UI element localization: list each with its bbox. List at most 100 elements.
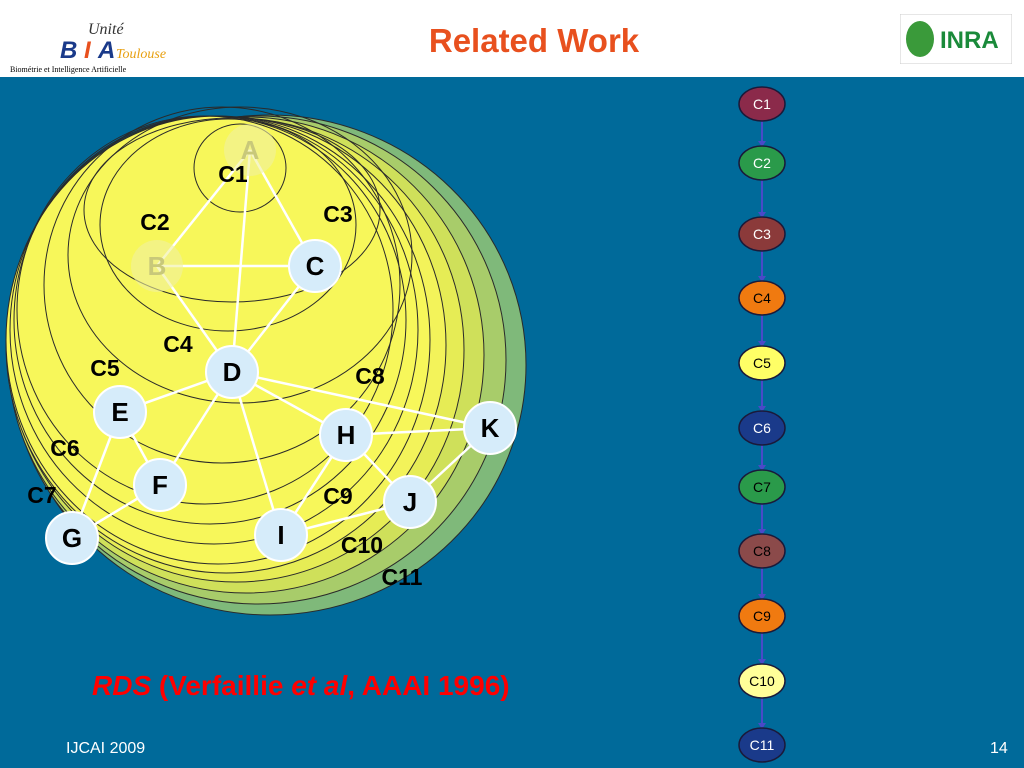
logo-b-letter: B [60,37,77,64]
biat-logo: Unité B I A Toulouse Biométrie et Intell… [10,21,166,74]
node-circle [131,240,183,292]
node-j: J [383,475,437,529]
chain-node-c4: C4 [738,280,786,316]
edge-d-k [231,370,491,430]
chain-arrow-icon [758,723,766,729]
chain-node-ellipse [738,86,786,122]
node-circle [254,508,308,562]
citation-rds: RDS [92,670,152,701]
edge-a-d [230,149,252,373]
node-label: C [306,251,325,281]
cluster-label-c2: C2 [140,209,169,235]
node-circle [133,458,187,512]
node-circle [224,124,276,176]
node-i: I [254,508,308,562]
slide-header: Unité B I A Toulouse Biométrie et Intell… [0,0,1024,77]
chain-node-ellipse [738,216,786,252]
chain-node-c5: C5 [738,345,786,381]
citation-author: (Verfaillie [151,670,292,701]
node-b: B [131,240,183,292]
node-label: B [148,251,167,281]
chain-arrow-icon [758,659,766,665]
chain-node-ellipse [738,663,786,699]
cluster-label-c11: C11 [382,564,423,590]
chain-node-label: C5 [753,355,771,371]
footer-conference: IJCAI 2009 [66,740,146,757]
inra-logo: INRA [900,14,1012,64]
cluster-label-c10: C10 [341,532,383,558]
chain-node-ellipse [738,598,786,634]
chain-node-ellipse [738,145,786,181]
chain-arrow-icon [758,529,766,535]
node-label: A [241,135,260,165]
chain-node-ellipse [738,345,786,381]
chain-node-c7: C7 [738,469,786,505]
inra-leaf-icon [906,21,934,57]
citation-etal: et al [291,670,348,701]
node-label: I [277,520,284,550]
chain-node-c2: C2 [738,145,786,181]
chain-arrow-icon [758,141,766,147]
cluster-c5-ellipse [43,106,401,464]
node-e: E [93,385,147,439]
node-h: H [319,408,373,462]
node-label: D [223,357,242,387]
node-label: J [403,487,417,517]
chain-arrow-icon [758,276,766,282]
chain-node-label: C1 [753,96,771,112]
chain-node-c3: C3 [738,216,786,252]
chain-node-ellipse [738,727,786,763]
inra-logo-text: INRA [940,27,999,54]
chain-arrow-icon [758,341,766,347]
cluster-label-c1: C1 [218,161,248,187]
node-circle [288,239,342,293]
cluster-c1-ellipse [193,123,287,213]
cluster-ring-c [16,115,394,505]
cluster-c4-ellipse [67,106,413,404]
graph-nodes: A B C D E F G H I J K [45,124,517,565]
cluster-c2-ellipse [83,117,381,303]
cluster-c3-ellipse [99,118,357,332]
cluster-label-c7: C7 [27,482,56,508]
node-label: K [481,413,500,443]
node-a: A [224,124,276,176]
node-circle [463,401,517,455]
node-circle [45,511,99,565]
node-label: H [337,420,356,450]
chain-arrow-icon [758,594,766,600]
chain-node-c1: C1 [738,86,786,122]
citation-venue: , AAAI 1996) [347,670,510,701]
chain-node-label: C4 [753,290,771,306]
chain-node-label: C11 [750,737,775,753]
cluster-label-c3: C3 [323,201,352,227]
node-g: G [45,511,99,565]
citation-text: RDS (Verfaillie et al, AAAI 1996) [92,670,510,702]
chain-node-c6: C6 [738,410,786,446]
node-d: D [205,345,259,399]
node-circle [383,475,437,529]
chain-arrow-icon [758,465,766,471]
chain-node-label: C2 [753,155,771,171]
chain-node-ellipse [738,469,786,505]
logo-tagline: Biométrie et Intelligence Artificielle [10,65,127,74]
chain-node-label: C10 [749,673,775,689]
logo-a-letter: A [97,37,115,64]
node-circle [205,345,259,399]
chain-node-c8: C8 [738,533,786,569]
chain-node-label: C7 [753,479,771,495]
cluster-label-c4: C4 [163,331,193,357]
chain-node-label: C9 [753,608,771,624]
edge-d-i [230,371,283,536]
node-label: F [152,470,168,500]
node-f: F [133,458,187,512]
node-circle [93,385,147,439]
node-label: G [62,523,82,553]
footer-page-number: 14 [990,740,1008,757]
chain-node-ellipse [738,280,786,316]
chain-node-c9: C9 [738,598,786,634]
chain-node-ellipse [738,533,786,569]
slide-title: Related Work [428,22,640,59]
chain-node-c11: C11 [738,727,786,763]
